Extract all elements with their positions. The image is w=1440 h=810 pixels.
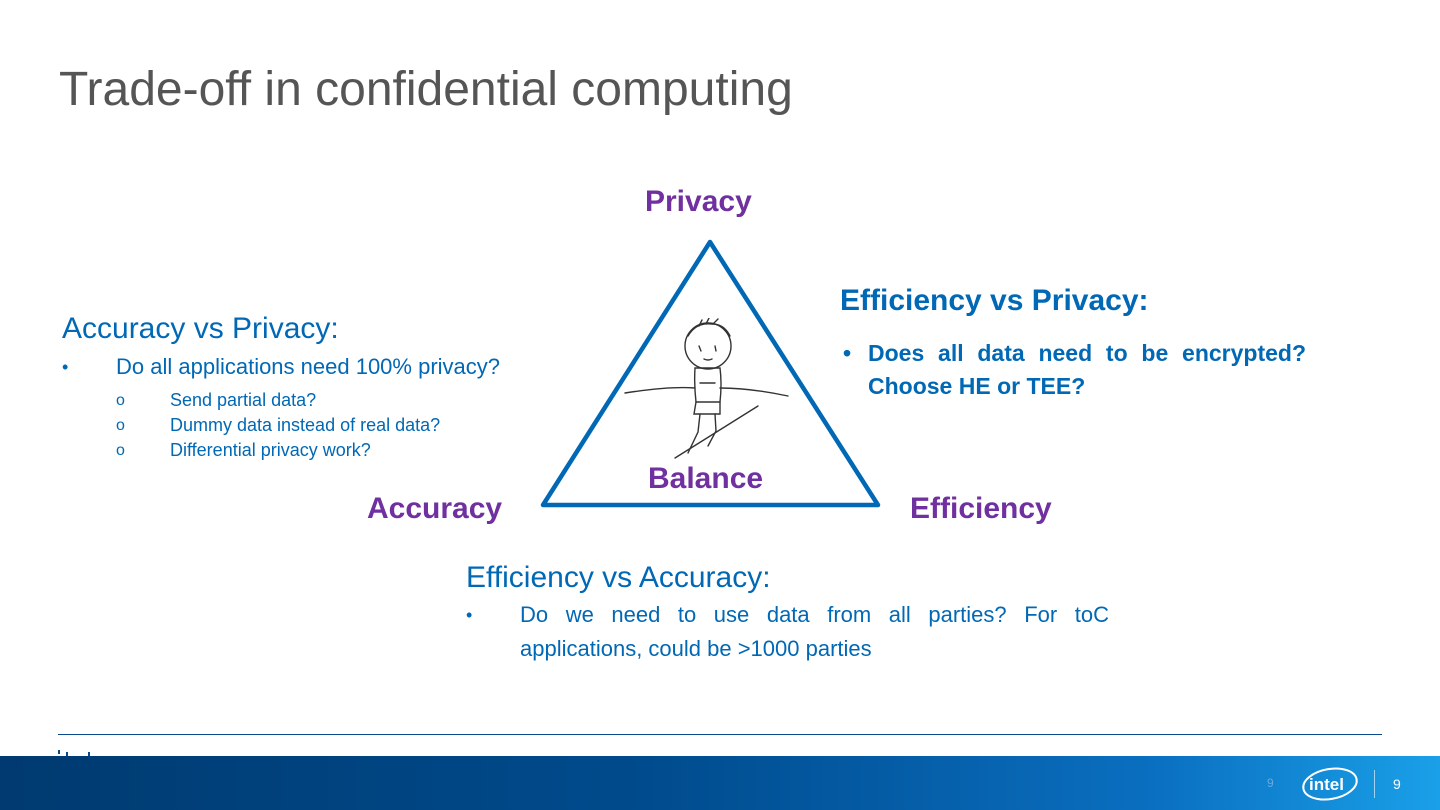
list-item: • Do we need to use data from all partie… (466, 598, 1109, 666)
footer-divider (58, 734, 1382, 735)
accuracy-vs-privacy-sublist: o Send partial data? o Dummy data instea… (62, 388, 440, 463)
balance-label: Balance (648, 462, 763, 496)
intel-logo-icon: intel (1300, 764, 1360, 804)
sub-item-1: Send partial data? (170, 390, 316, 410)
tightrope-walker-icon (620, 318, 795, 463)
vertex-accuracy: Accuracy (367, 492, 502, 526)
footer-bar-divider (1374, 770, 1375, 798)
page-number-small: 9 (1267, 776, 1274, 790)
efficiency-vs-accuracy-list: • Do we need to use data from all partie… (466, 598, 1109, 666)
logo-text: intel (1309, 775, 1344, 794)
efficiency-privacy-bullet: Does all data need to be encrypted? Choo… (868, 340, 1306, 399)
circle-bullet-icon: o (116, 438, 125, 463)
list-item: o Send partial data? (62, 388, 440, 413)
list-item: • Does all data need to be encrypted? Ch… (843, 337, 1306, 403)
efficiency-vs-privacy-heading: Efficiency vs Privacy: (840, 284, 1149, 318)
bullet-icon: • (843, 337, 851, 370)
vertex-efficiency: Efficiency (910, 492, 1052, 526)
efficiency-accuracy-bullet: Do we need to use data from all parties?… (520, 602, 1109, 661)
bullet-icon: • (62, 353, 68, 381)
circle-bullet-icon: o (116, 388, 125, 413)
page-number: 9 (1393, 776, 1401, 792)
vertex-privacy: Privacy (645, 185, 752, 219)
sub-item-2: Dummy data instead of real data? (170, 415, 440, 435)
efficiency-vs-privacy-list: • Does all data need to be encrypted? Ch… (843, 337, 1306, 403)
footer-bar: 9 intel 9 (0, 756, 1440, 810)
slide-title: Trade-off in confidential computing (59, 62, 793, 117)
circle-bullet-icon: o (116, 413, 125, 438)
sub-item-3: Differential privacy work? (170, 440, 371, 460)
accuracy-vs-privacy-list: • Do all applications need 100% privacy? (62, 353, 562, 381)
accuracy-privacy-bullet: Do all applications need 100% privacy? (116, 354, 500, 379)
list-item: • Do all applications need 100% privacy? (62, 353, 562, 381)
accuracy-vs-privacy-heading: Accuracy vs Privacy: (62, 312, 339, 346)
bullet-icon: • (466, 598, 472, 632)
list-item: o Differential privacy work? (62, 438, 440, 463)
list-item: o Dummy data instead of real data? (62, 413, 440, 438)
efficiency-vs-accuracy-heading: Efficiency vs Accuracy: (466, 561, 771, 595)
